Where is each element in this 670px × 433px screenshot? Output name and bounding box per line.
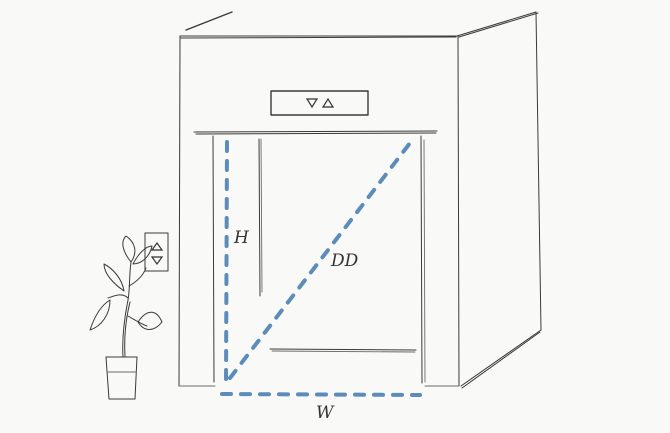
diagonal-dimension-line — [228, 141, 412, 380]
potted-plant-icon — [89, 235, 163, 400]
floor-indicator — [270, 90, 369, 116]
height-dimension-line — [224, 140, 229, 386]
diagonal-label: DD — [330, 251, 359, 271]
height-label: H — [233, 228, 250, 248]
width-label: W — [316, 403, 335, 423]
up-down-arrows-icon — [305, 97, 335, 109]
door-panels — [258, 138, 417, 353]
dimension-lines — [220, 140, 422, 397]
elevator-cabinet — [178, 11, 542, 389]
call-button-icon — [150, 241, 164, 266]
call-button-panel — [144, 232, 169, 272]
width-dimension-line — [220, 392, 422, 397]
door-frame — [193, 130, 438, 384]
